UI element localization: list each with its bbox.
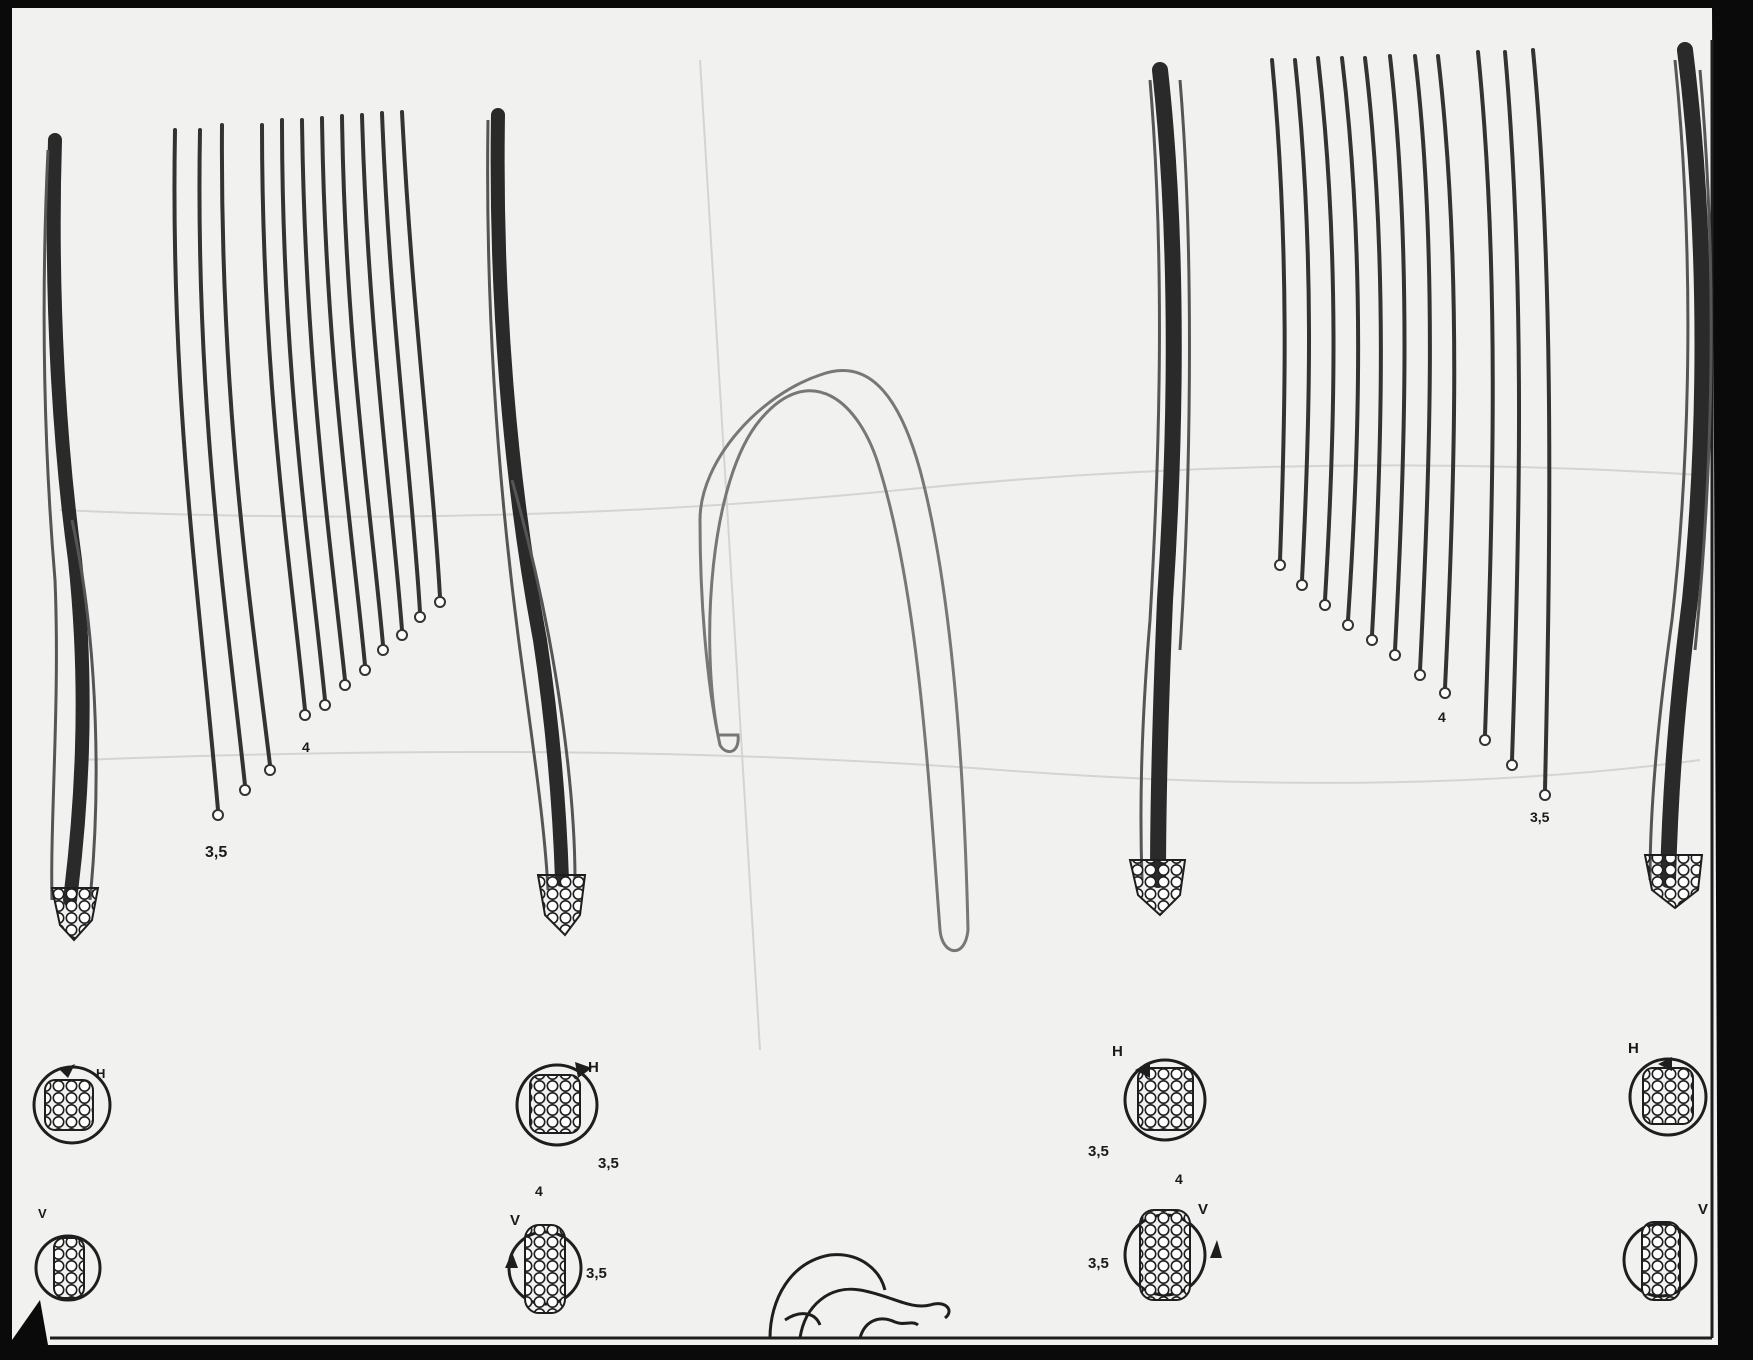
label-size-d: 3,5 xyxy=(1530,809,1550,825)
label-size-b: 4 xyxy=(302,739,310,755)
paper-background xyxy=(12,8,1718,1345)
label-v-2: V xyxy=(510,1212,520,1229)
label-size-c: 4 xyxy=(1438,709,1446,725)
label-v-1: V xyxy=(38,1206,47,1221)
label-v-3: V xyxy=(1198,1201,1208,1218)
label-size-l: 4 xyxy=(1175,1171,1183,1187)
label-size-i: 3,5 xyxy=(598,1155,619,1172)
label-size-a: 3,5 xyxy=(205,844,227,861)
label-v-4: V xyxy=(1698,1201,1708,1218)
label-size-q: 3,5 xyxy=(586,1265,607,1282)
label-h-1: H xyxy=(96,1066,105,1081)
label-h-4: H xyxy=(1628,1040,1639,1057)
label-size-k: 4 xyxy=(535,1183,543,1199)
label-h-3: H xyxy=(1112,1043,1123,1060)
label-h-2: H xyxy=(588,1059,599,1076)
label-size-r: 3,5 xyxy=(1088,1255,1109,1272)
label-size-j: 3,5 xyxy=(1088,1143,1109,1160)
